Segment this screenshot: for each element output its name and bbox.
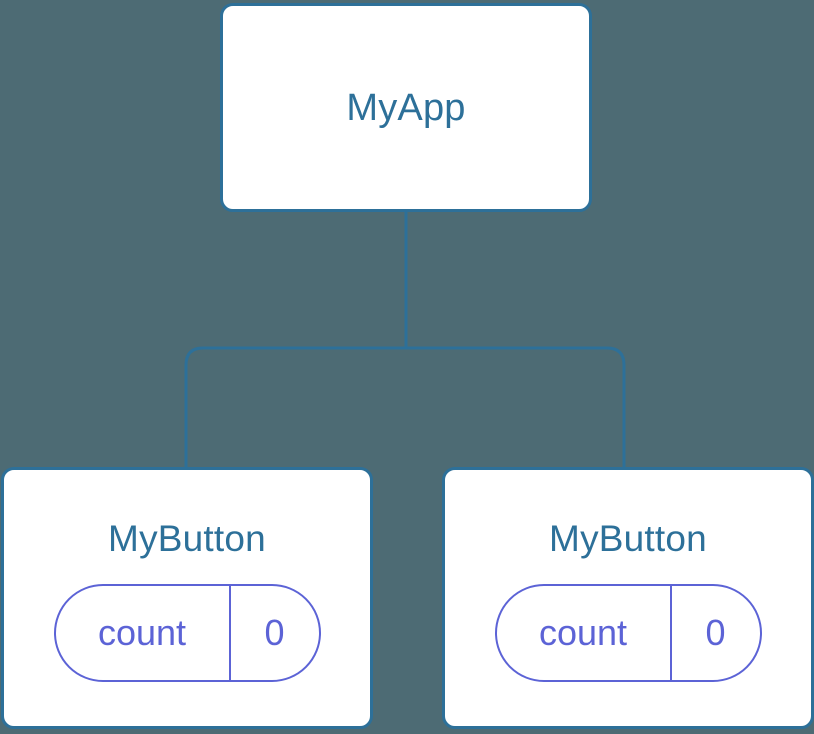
tree-node-mybutton-2[interactable]: MyButton count 0 bbox=[442, 467, 814, 729]
state-key-cell: count bbox=[56, 586, 231, 680]
node-title: MyButton bbox=[108, 518, 266, 559]
state-pill[interactable]: count 0 bbox=[53, 584, 321, 682]
state-value-cell: 0 bbox=[231, 586, 319, 680]
state-value-label: 0 bbox=[264, 612, 285, 653]
state-key-label: count bbox=[97, 612, 187, 653]
node-title: MyButton bbox=[549, 518, 707, 559]
state-value-label: 0 bbox=[705, 612, 726, 653]
state-key-label: count bbox=[538, 612, 628, 653]
tree-node-myapp[interactable]: MyApp bbox=[220, 3, 592, 212]
tree-node-mybutton-1[interactable]: MyButton count 0 bbox=[1, 467, 373, 729]
state-value-cell: 0 bbox=[672, 586, 760, 680]
node-title: MyApp bbox=[346, 86, 466, 129]
state-pill[interactable]: count 0 bbox=[494, 584, 762, 682]
edge-to-child-right bbox=[406, 346, 626, 470]
state-key-cell: count bbox=[497, 586, 672, 680]
edge-to-child-left bbox=[184, 346, 406, 470]
